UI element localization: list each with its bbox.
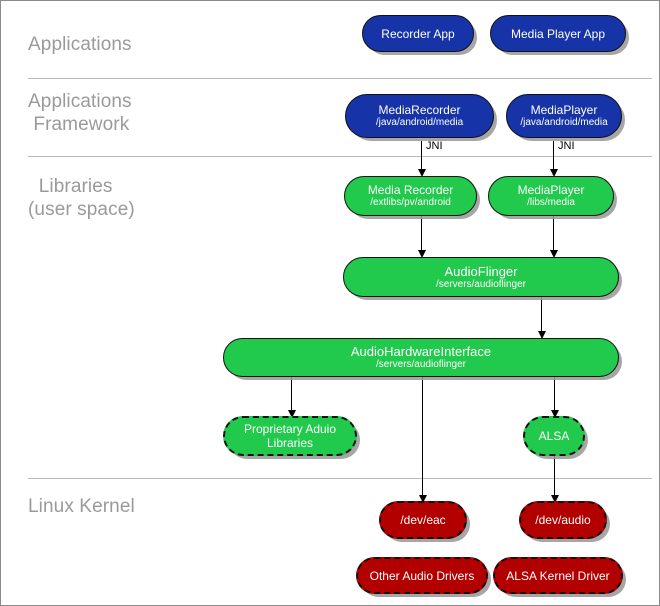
node-proprietary-audio-libraries[interactable]: Proprietary Aduio Libraries xyxy=(223,416,357,456)
node-title-line2: Libraries xyxy=(266,436,314,450)
node-subtitle: /java/android/media xyxy=(520,117,608,128)
arrowhead-dev-eac xyxy=(419,495,427,503)
edge-label-jni-right: JNI xyxy=(558,140,575,152)
node-title: AudioFlinger xyxy=(444,263,518,279)
node-title: MediaPlayer xyxy=(530,103,598,117)
connector-mediaplayer-to-mediaplayer-lib xyxy=(553,141,554,174)
arrowhead-audiohardwareinterface xyxy=(538,331,546,339)
node-other-audio-drivers[interactable]: Other Audio Drivers xyxy=(356,557,488,594)
node-subtitle: /libs/media xyxy=(527,197,575,208)
connector-audiohardwareinterface-to-proprietary xyxy=(291,375,292,415)
arrowhead-audioflinger-right xyxy=(550,250,558,258)
node-title: Media Recorder xyxy=(367,183,454,197)
arrowhead-audioflinger-left xyxy=(418,250,426,258)
divider-applications xyxy=(28,78,652,79)
arrowhead-dev-audio xyxy=(551,495,559,503)
connector-alsa-to-dev-audio xyxy=(554,455,555,500)
node-dev-eac[interactable]: /dev/eac xyxy=(379,501,467,539)
arrowhead-alsa xyxy=(551,410,559,418)
node-subtitle: /extlibs/pv/android xyxy=(370,197,451,208)
layer-label-linux-kernel: Linux Kernel xyxy=(28,496,135,517)
node-subtitle: /servers/audioflinger xyxy=(435,278,527,290)
divider-applications-framework xyxy=(28,156,652,157)
node-title: Media Player App xyxy=(510,26,606,41)
node-audioflinger[interactable]: AudioFlinger /servers/audioflinger xyxy=(343,257,619,297)
node-title: Proprietary Aduio xyxy=(243,422,337,436)
node-title: MediaRecorder xyxy=(378,103,461,117)
node-title: /dev/audio xyxy=(535,513,591,527)
node-title: Other Audio Drivers xyxy=(369,568,475,583)
layer-label-applications-framework: Applications Framework xyxy=(28,91,132,135)
node-alsa[interactable]: ALSA xyxy=(523,416,585,456)
node-mediarecorder-framework[interactable]: MediaRecorder /java/android/media xyxy=(345,94,494,138)
node-title: /dev/eac xyxy=(400,513,446,527)
node-title: ALSA xyxy=(538,429,570,443)
arrowhead-proprietary-audio-libraries xyxy=(288,410,296,418)
node-recorder-app[interactable]: Recorder App xyxy=(362,15,474,52)
connector-audiohardwareinterface-to-dev-eac xyxy=(422,375,423,500)
node-subtitle: /java/android/media xyxy=(375,117,464,128)
node-mediaplayer-lib[interactable]: MediaPlayer /libs/media xyxy=(488,176,614,216)
node-subtitle: /servers/audioflinger xyxy=(375,359,467,370)
node-dev-audio[interactable]: /dev/audio xyxy=(519,501,607,539)
node-media-player-app[interactable]: Media Player App xyxy=(490,15,626,52)
node-media-recorder-lib[interactable]: Media Recorder /extlibs/pv/android xyxy=(344,176,477,216)
connector-audioflinger-to-audiohardwareinterface xyxy=(541,295,542,337)
arrowhead-mediaplayer-lib xyxy=(550,169,558,177)
arrowhead-media-recorder-lib xyxy=(418,169,426,177)
node-title: ALSA Kernel Driver xyxy=(506,568,610,583)
layer-label-libraries: Libraries (user space) xyxy=(28,176,135,220)
divider-linux-kernel xyxy=(28,478,652,479)
edge-label-jni-left: JNI xyxy=(426,140,443,152)
node-mediaplayer-framework[interactable]: MediaPlayer /java/android/media xyxy=(506,94,622,138)
connector-mediarecorder-to-media-recorder-lib xyxy=(421,141,422,174)
node-audiohardwareinterface[interactable]: AudioHardwareInterface /servers/audiofli… xyxy=(223,338,619,377)
node-alsa-kernel-driver[interactable]: ALSA Kernel Driver xyxy=(493,557,623,594)
node-title: MediaPlayer xyxy=(517,183,585,197)
connector-media-recorder-lib-to-audioflinger xyxy=(421,215,422,255)
layer-label-applications: Applications xyxy=(28,34,132,55)
connector-mediaplayer-lib-to-audioflinger xyxy=(553,215,554,255)
node-title: AudioHardwareInterface xyxy=(350,344,492,359)
node-title: Recorder App xyxy=(381,26,455,41)
connector-audiohardwareinterface-to-alsa xyxy=(554,375,555,415)
